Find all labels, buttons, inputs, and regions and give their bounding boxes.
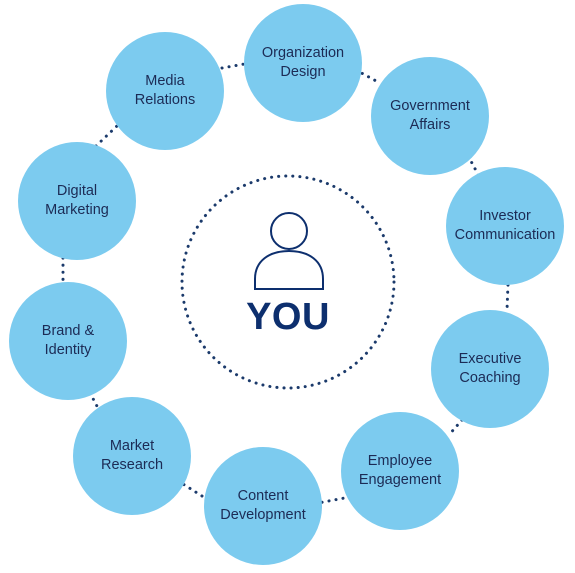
node-label: Employee Engagement bbox=[358, 453, 442, 488]
connector-line bbox=[94, 123, 120, 148]
connector-line bbox=[354, 68, 380, 84]
connector-line bbox=[220, 61, 252, 70]
node-government-affairs: Government Affairs bbox=[371, 57, 489, 175]
node-label: Market Research bbox=[100, 438, 164, 473]
node-label: Investor Communication bbox=[454, 208, 556, 243]
node-label: Content Development bbox=[220, 488, 306, 523]
node-content-development: Content Development bbox=[204, 447, 322, 565]
node-investor-communication: Investor Communication bbox=[446, 167, 564, 285]
node-executive-coaching: Executive Coaching bbox=[431, 310, 549, 428]
center-label: YOU bbox=[246, 296, 330, 338]
person-icon bbox=[254, 212, 324, 290]
node-label: Organization Design bbox=[261, 45, 345, 80]
center-dotted-circle bbox=[180, 174, 396, 390]
node-label: Executive Coaching bbox=[458, 351, 522, 386]
node-label: Digital Marketing bbox=[45, 183, 109, 218]
node-organization-design: Organization Design bbox=[244, 4, 362, 122]
connector-line bbox=[505, 283, 510, 312]
connector-line bbox=[446, 418, 464, 438]
node-brand-identity: Brand & Identity bbox=[9, 282, 127, 400]
node-market-research: Market Research bbox=[73, 397, 191, 515]
node-employee-engagement: Employee Engagement bbox=[341, 412, 459, 530]
node-digital-marketing: Digital Marketing bbox=[18, 142, 136, 260]
node-label: Government Affairs bbox=[390, 98, 470, 133]
connector-line bbox=[316, 495, 352, 505]
connector-line bbox=[181, 482, 204, 498]
connector-line bbox=[88, 391, 100, 410]
node-media-relations: Media Relations bbox=[106, 32, 224, 150]
node-label: Media Relations bbox=[134, 73, 196, 108]
node-label: Brand & Identity bbox=[41, 323, 95, 358]
